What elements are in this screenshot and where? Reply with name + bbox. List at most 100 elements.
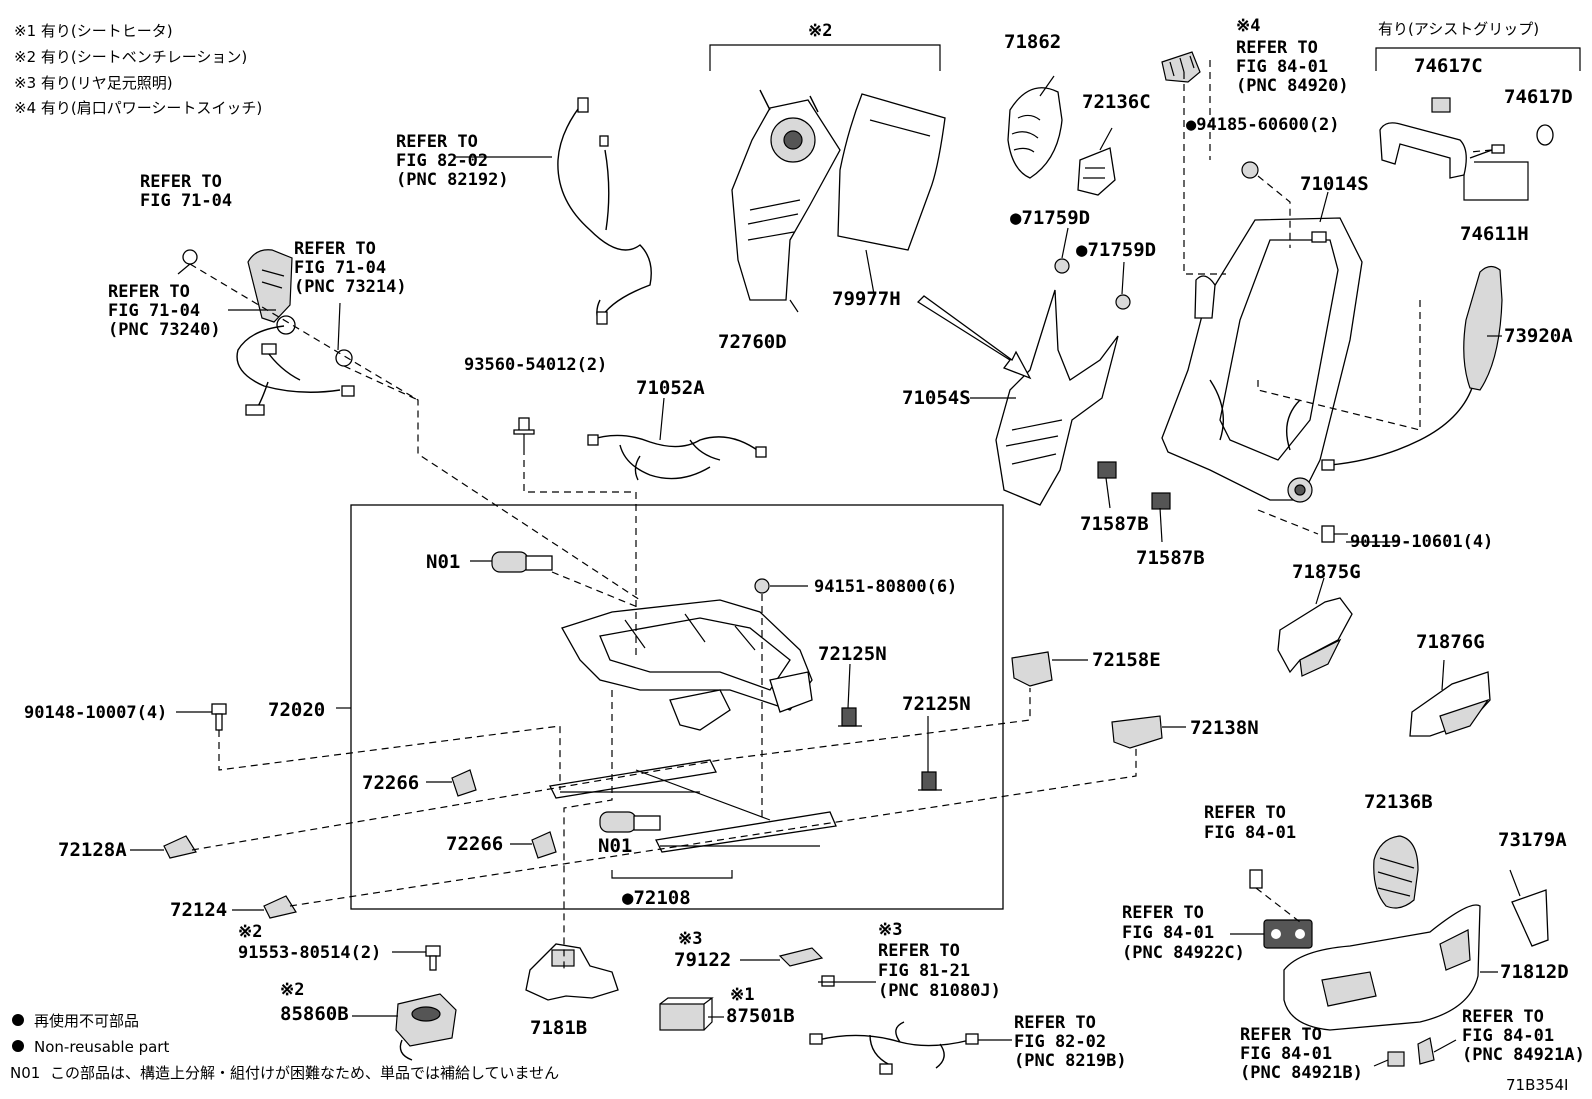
label-74617d: 74617D [1504,86,1573,108]
motor-n01-b [599,811,661,833]
bracket-72266-b [531,831,557,859]
label-94151: 94151-80800(6) [814,577,957,597]
svg-text:※3: ※3 [878,920,902,940]
legend: 再使用不可部品 Non-reusable part N01 この部品は、構造上分… [10,1012,559,1082]
label-71587b-a: 71587B [1080,513,1149,535]
seat-back-heater-71862 [1007,87,1063,179]
svg-text:FIG 84-01: FIG 84-01 [1462,1026,1554,1046]
seat-back-fan-72760d [731,89,841,301]
svg-text:(PNC 73214): (PNC 73214) [294,277,407,297]
svg-text:REFER TO: REFER TO [878,941,960,961]
svg-text:(PNC 82192): (PNC 82192) [396,170,509,190]
label-n01-b: N01 [598,835,632,857]
svg-text:※4: ※4 [1236,16,1260,36]
cover-72128a [163,835,197,859]
mark-x2-91553: ※2 [238,922,262,942]
label-79977h: 79977H [832,288,901,310]
side-airbag-73920a [1321,265,1503,471]
svg-text:REFER TO: REFER TO [294,239,376,259]
nut-94185 [1241,161,1259,179]
nut-71759d-b [1115,294,1131,310]
assist-grip-74611h [1379,97,1554,179]
label-n01-a: N01 [426,551,460,573]
leader-lines [189,60,1529,970]
svg-text:FIG 84-01: FIG 84-01 [1240,1044,1332,1064]
clip-71587b-b [1151,492,1171,510]
svg-text:(PNC 81080J): (PNC 81080J) [878,981,1001,1001]
bracket-7181b [525,943,619,1001]
cushion-frame-72020 [561,599,813,731]
foot-light-79122 [778,947,835,987]
svg-text:REFER TO: REFER TO [396,132,478,152]
seat-back-frame-71014s [1161,217,1363,503]
label-71014s: 71014S [1300,173,1369,195]
label-79122: 79122 [674,949,731,971]
ref-71-04-b: REFER TO FIG 71-04 (PNC 73214) [294,239,407,297]
note-2: ※2 有り(シートベンチレーション) [14,48,247,66]
label-74617c: 74617C [1414,55,1483,77]
svg-text:REFER TO: REFER TO [1014,1013,1096,1033]
label-93560: 93560-54012(2) [464,355,607,375]
cover-73179a [1511,889,1549,947]
knob-84921b [1387,1051,1405,1067]
label-leaders [130,75,1521,1067]
bracket-72125n-a [838,707,862,727]
bracket-72125n-b [918,771,942,791]
label-87501b: 87501B [726,1005,795,1027]
label-71587b-b: 71587B [1136,547,1205,569]
label-72266-b: 72266 [446,833,503,855]
svg-text:(PNC 84922C): (PNC 84922C) [1122,943,1245,963]
legend-nonreusable-en: Non-reusable part [34,1038,169,1056]
legend-nonreusable-jp: 再使用不可部品 [34,1012,139,1030]
nut-94151 [754,578,770,594]
ref-84-01-b: REFER TO FIG 84-01 [1204,803,1296,843]
label-73179a: 73179A [1498,829,1567,851]
svg-text:(PNC 73240): (PNC 73240) [108,320,221,340]
assist-grip-note: 有り(アシストグリップ) [1378,20,1539,38]
svg-text:(PNC 84920): (PNC 84920) [1236,76,1349,96]
label-74611h: 74611H [1460,223,1529,245]
blower-85860b [395,993,457,1061]
label-90119: 90119-10601(4) [1350,532,1493,552]
svg-text:FIG 71-04: FIG 71-04 [294,258,386,278]
bracket-71876g [1409,671,1491,737]
side-cover-71812d [1283,904,1481,1031]
harness-73240 [236,325,355,416]
label-72136c: 72136C [1082,91,1151,113]
label-72128a: 72128A [58,839,127,861]
bolt-91553 [425,945,441,971]
harness-71052a [587,434,767,481]
svg-text:FIG 82-02: FIG 82-02 [1014,1032,1106,1052]
ref-84-01-c: REFER TO FIG 84-01 (PNC 84922C) [1122,903,1245,963]
label-71759d-b: ●71759D [1076,239,1156,261]
bracket-assist-grip [1375,47,1581,71]
svg-text:(PNC 8219B): (PNC 8219B) [1014,1051,1127,1071]
label-72138n: 72138N [1190,717,1259,739]
svg-text:FIG 82-02: FIG 82-02 [396,151,488,171]
ref-84-01-d: REFER TO FIG 84-01 (PNC 84921B) [1240,1025,1363,1083]
label-72125n-a: 72125N [818,643,887,665]
assembly-arrow [916,295,1032,380]
label-72136b: 72136B [1364,791,1433,813]
label-71052a: 71052A [636,377,705,399]
svg-text:REFER TO: REFER TO [1204,803,1286,823]
ref-84-01-e: REFER TO FIG 84-01 (PNC 84921A) [1462,1007,1585,1065]
bracket-71875g [1277,597,1353,677]
label-72125n-b: 72125N [902,693,971,715]
note-4: ※4 有り(肩口パワーシートスイッチ) [14,99,262,117]
mark-x2-85860b: ※2 [280,980,304,1000]
svg-text:(PNC 84921A): (PNC 84921A) [1462,1045,1585,1065]
harness-82192 [557,97,652,325]
knob-84921a [1417,1037,1435,1065]
seat-back-pad-79977h [837,93,946,251]
legend-dot-1 [12,1014,24,1026]
legend-n01-text: この部品は、構造上分解・組付けが困難なため、単品では補給していません [50,1064,559,1082]
label-73920a: 73920A [1504,325,1573,347]
seat-track-72108 [549,759,837,853]
label-71875g: 71875G [1292,561,1361,583]
cover-72158e [1011,651,1053,687]
ref-71-04-c: REFER TO FIG 71-04 (PNC 73240) [108,282,221,340]
ref-82-02-b: REFER TO FIG 82-02 (PNC 8219B) [1014,1013,1127,1071]
label-71876g: 71876G [1416,631,1485,653]
